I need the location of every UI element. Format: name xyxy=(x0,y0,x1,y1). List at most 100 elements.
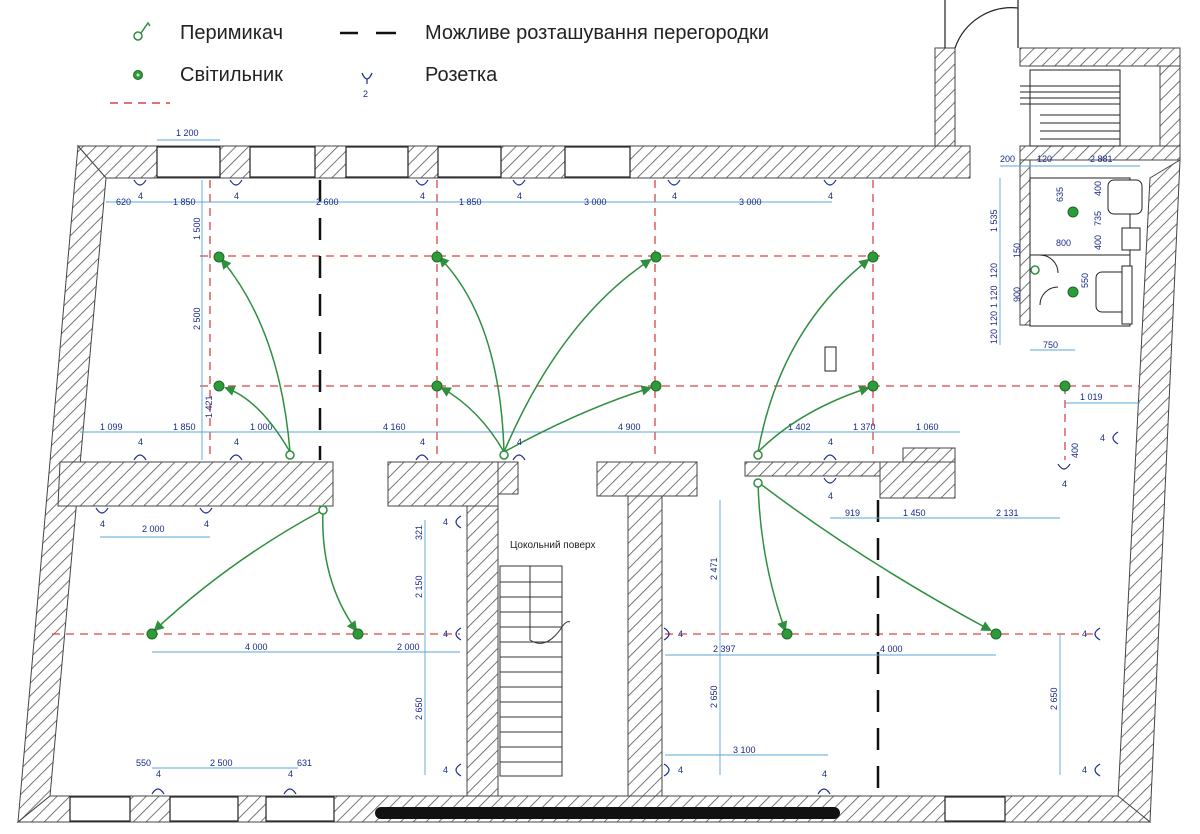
light-icon xyxy=(1059,380,1071,392)
socket-label: 4 xyxy=(1100,433,1105,443)
dim-vert-left-3: 2 650 xyxy=(414,697,424,720)
dim-vert-right-2: 2 650 xyxy=(709,685,719,708)
walls xyxy=(16,47,1181,824)
legend-socket-number: 2 xyxy=(363,89,368,99)
dim-room-right-2: 4 000 xyxy=(880,644,903,654)
socket-label: 4 xyxy=(204,519,209,529)
dim-right-lower-1: 919 xyxy=(845,508,860,518)
dim-top-1: 620 xyxy=(116,197,131,207)
light-icon xyxy=(781,628,793,640)
socket-label: 4 xyxy=(517,191,522,201)
dim-right-side-v: 400 xyxy=(1070,443,1080,458)
dim-top-5: 3 000 xyxy=(584,197,607,207)
dim-wc-in-5: 900 xyxy=(1012,287,1022,302)
switch-icon xyxy=(318,505,328,515)
dim-wc-in-7: 800 xyxy=(1056,238,1071,248)
dim-vert-right-1: 2 471 xyxy=(709,557,719,580)
light-icon xyxy=(867,251,879,263)
dim-left-v1: 1 500 xyxy=(192,217,202,240)
dim-bottom-right: 3 100 xyxy=(733,745,756,755)
light-icon xyxy=(650,380,662,392)
socket-label: 4 xyxy=(828,437,833,447)
legend: Перимикач Можливе розташування перегород… xyxy=(110,21,769,104)
dim-wc-v4: 1 120 xyxy=(989,285,999,308)
dim-left-v2: 2 500 xyxy=(192,307,202,330)
legend-light-label: Світильник xyxy=(180,64,283,86)
dim-mid-1: 1 099 xyxy=(100,422,123,432)
light-icon xyxy=(990,628,1002,640)
dim-room-right-1: 2 397 xyxy=(713,644,736,654)
dim-wc-bottom: 750 xyxy=(1043,340,1058,350)
switch-icon xyxy=(753,478,763,488)
light-icon xyxy=(650,251,662,263)
bottom-windows xyxy=(69,796,1006,822)
wc-block xyxy=(1029,177,1143,327)
socket-label: 4 xyxy=(138,437,143,447)
socket-label: 4 xyxy=(822,769,827,779)
upper-stair xyxy=(1020,69,1121,147)
dim-bottom-small-2: 2 500 xyxy=(210,758,233,768)
dim-top-3: 2 600 xyxy=(316,197,339,207)
pillar xyxy=(824,346,837,372)
dim-mid-6: 1 402 xyxy=(788,422,811,432)
socket-label: 4 xyxy=(420,437,425,447)
dimension-texts: 1 200 620 1 850 2 600 1 850 3 000 3 000 … xyxy=(100,128,1113,768)
dim-wc-in-4: 400 xyxy=(1093,235,1103,250)
dim-mid-5: 4 900 xyxy=(618,422,641,432)
socket-label: 4 xyxy=(138,191,143,201)
socket-label: 4 xyxy=(517,437,522,447)
dim-mid-7: 1 370 xyxy=(853,422,876,432)
dim-wc-v2: 150 xyxy=(1012,243,1022,258)
light-icon xyxy=(1067,286,1079,298)
dim-right-lower-3: 2 131 xyxy=(996,508,1019,518)
dim-mid-3: 1 000 xyxy=(250,422,273,432)
socket-label: 4 xyxy=(1062,479,1067,489)
home-indicator-bar[interactable] xyxy=(375,807,840,819)
socket-label: 4 xyxy=(443,765,448,775)
light-icon xyxy=(431,251,443,263)
socket-label: 4 xyxy=(288,769,293,779)
floor-label: Цокольний поверх xyxy=(510,540,596,551)
light-icon xyxy=(213,380,225,392)
lower-stair xyxy=(499,565,571,777)
dim-vert-left-2: 2 150 xyxy=(414,575,424,598)
switches xyxy=(285,265,1040,515)
wiring xyxy=(153,256,992,632)
dim-top-window: 1 200 xyxy=(176,128,199,138)
dim-wc-v3: 120 xyxy=(989,263,999,278)
top-windows xyxy=(156,146,631,178)
socket-label: 4 xyxy=(420,191,425,201)
dim-top-6: 3 000 xyxy=(739,197,762,207)
dim-wc-in-6: 550 xyxy=(1080,273,1090,288)
socket-label: 4 xyxy=(678,765,683,775)
light-icon xyxy=(431,380,443,392)
dim-wc-top-3: 2 881 xyxy=(1090,154,1113,164)
legend-socket-label: Розетка xyxy=(425,64,498,86)
socket-label: 4 xyxy=(672,191,677,201)
socket-label: 4 xyxy=(443,629,448,639)
switch-icon xyxy=(499,450,509,460)
switch-legend-icon xyxy=(133,21,151,41)
legend-switch-label: Перимикач xyxy=(180,22,283,44)
dimension-lines xyxy=(80,139,1140,775)
dim-left-v3: 1 421 xyxy=(204,395,214,418)
socket-legend-icon: 2 xyxy=(361,72,373,99)
dim-right-side: 1 019 xyxy=(1080,392,1103,402)
dim-mid-8: 1 060 xyxy=(916,422,939,432)
light-icon xyxy=(867,380,879,392)
socket-label: 4 xyxy=(156,769,161,779)
dim-wc-in-1: 635 xyxy=(1055,187,1065,202)
socket-label: 4 xyxy=(234,191,239,201)
switch-icon xyxy=(285,450,295,460)
socket-label: 4 xyxy=(234,437,239,447)
dim-top-4: 1 850 xyxy=(459,197,482,207)
dim-wc-top-2: 120 xyxy=(1037,154,1052,164)
light-legend-icon xyxy=(133,70,143,80)
dim-vert-left-1: 321 xyxy=(414,525,424,540)
dim-bottom-small-3: 631 xyxy=(297,758,312,768)
dim-mid-2: 1 850 xyxy=(173,422,196,432)
dim-wc-in-2: 400 xyxy=(1093,181,1103,196)
light-icon xyxy=(352,628,364,640)
dim-mid-4: 4 160 xyxy=(383,422,406,432)
